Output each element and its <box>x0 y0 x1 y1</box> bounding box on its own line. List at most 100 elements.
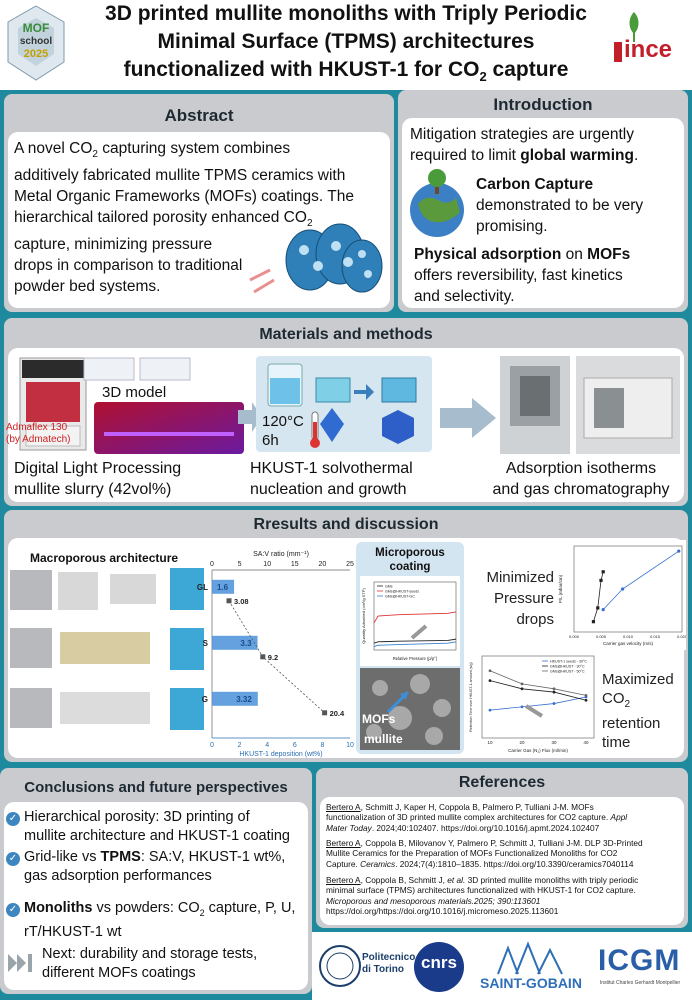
x-axis-tick: 0 <box>210 742 214 749</box>
pressure-x-tick: 0.010 <box>623 634 634 639</box>
retention-arrow <box>524 704 544 718</box>
reference-3: Bertero A, Coppola B, Schmitt J, et al. … <box>326 875 639 917</box>
sav-point <box>260 654 266 660</box>
sav-point <box>322 710 328 716</box>
iso-bg <box>360 576 460 666</box>
icgm-subtitle: Institut Charles Gerhardt Montpellier <box>599 980 681 986</box>
printer-image <box>19 357 87 451</box>
conclusions-panel <box>4 802 308 990</box>
pressure-label: Minimized Pressure drops <box>486 569 554 628</box>
introduction-title: Introduction <box>493 95 593 114</box>
iso-legend-entry: GMs <box>385 585 393 589</box>
top-axis-tick: 0 <box>210 561 214 568</box>
pressure-x-label: Carrier gas velocity (m/s) <box>603 641 654 646</box>
reference-2: Bertero A, Coppola B, Milovanov Y, Palme… <box>326 838 643 869</box>
pressure-series-powder <box>593 571 604 622</box>
top-axis-tick: 20 <box>319 561 327 568</box>
retention-series-1 <box>489 680 587 701</box>
pressure-x-tick: 0.015 <box>650 634 661 639</box>
retention-point <box>584 693 588 697</box>
iso-arrow <box>410 624 428 640</box>
check-icon: ✓ <box>6 903 20 917</box>
retention-point <box>552 702 556 705</box>
retention-x-tick: 10 <box>487 740 493 745</box>
sav-point <box>226 598 232 604</box>
abstract-text: A novel CO2 capturing system combines ad… <box>14 140 354 296</box>
introduction-text-3: Physical adsorption on MOFs offers rever… <box>414 246 631 305</box>
pressure-x-tick: 0.020 <box>677 634 686 639</box>
retention-point <box>520 682 524 686</box>
mof-logo-line3: 2025 <box>23 48 49 60</box>
thermometer-icon <box>310 411 320 448</box>
macroporous-title: Macroporous architecture <box>30 551 179 565</box>
retention-point <box>552 690 556 694</box>
retention-x-tick: 30 <box>551 740 557 745</box>
mullite-label: mullite <box>364 732 403 746</box>
iso-series-0 <box>373 638 457 644</box>
bar-S <box>212 635 258 650</box>
arrow-right-icon-2 <box>440 398 496 438</box>
references-panel <box>320 797 684 925</box>
pressure-point <box>591 620 596 624</box>
pressure-point <box>621 587 625 591</box>
adsorption-instrument-image <box>500 356 570 454</box>
sav-value-label: 9.2 <box>268 653 278 662</box>
pressure-point <box>601 608 605 612</box>
polito-seal-logo <box>319 945 361 987</box>
title-line2: Minimal Surface (TPMS) architectures <box>157 30 535 53</box>
x-axis-tick: 2 <box>238 742 242 749</box>
retention-x-label: Carrier Gas (N₂) Flux (ml/min) <box>508 748 568 753</box>
x-axis-tick: 10 <box>346 742 354 749</box>
iso-legend-entry: GMs@HKUST-seeds <box>385 590 419 594</box>
pressure-bg <box>556 540 686 650</box>
ince-logo: ince <box>608 6 688 66</box>
retention-legend-entry: GMs@HKUST - 50°C <box>550 670 585 674</box>
conclusions-title: Conclusions and future perspectives <box>24 779 288 796</box>
retention-legend-entry: GMs@HKUST - 30°C <box>550 665 585 669</box>
ince-logo-graphic <box>614 12 639 62</box>
retention-bg <box>466 650 598 758</box>
conclusion-item-1: Hierarchical porosity: 3D printing of mu… <box>24 809 290 844</box>
x-axis-tick: 6 <box>293 742 297 749</box>
retention-point <box>488 669 492 673</box>
mof-logo-line1: MOF <box>22 21 50 35</box>
results-title: Rresults and discussion <box>253 516 439 533</box>
pressure-point <box>596 606 600 610</box>
sav-value-label: 20.4 <box>330 709 345 718</box>
polito-logo-text: Politecnico di Torino <box>362 952 416 975</box>
retention-point <box>552 687 556 691</box>
retention-y-label: Retention Time over HKUST-1 amount (s/g) <box>469 662 473 732</box>
check-icon: ✓ <box>6 812 20 826</box>
category-label: S <box>203 639 209 648</box>
bar-GL <box>212 579 235 594</box>
retention-series-2 <box>489 670 587 696</box>
saint-gobain-text: SAINT-GOBAIN <box>480 975 582 991</box>
sem-image <box>360 668 460 750</box>
grid-lattice-row <box>10 688 204 730</box>
x-axis-tick: 8 <box>320 742 324 749</box>
retention-series-0 <box>489 696 587 711</box>
retention-legend-entry: HKUST-1 seeds - 30°C <box>550 660 587 664</box>
iso-series-1 <box>373 611 457 624</box>
cnrs-logo-text: cnrs <box>421 953 457 972</box>
earth-tree-icon <box>410 169 464 237</box>
dlp-light-image <box>94 402 244 454</box>
dlp-label: Digital Light Processing mullite slurry … <box>14 460 182 498</box>
retention-point <box>584 698 588 702</box>
category-label: GL <box>197 583 208 592</box>
x-axis-label: HKUST-1 deposition (wt%) <box>239 751 322 758</box>
mofs-label: MOFs <box>362 712 396 726</box>
pressure-x-tick: 0.005 <box>596 634 607 639</box>
iso-series-2 <box>373 641 457 648</box>
retention-point <box>488 708 492 712</box>
iso-x-label: Relative Pressure (p/p°) <box>393 656 438 661</box>
conclusion-next: Next: durability and storage tests, diff… <box>42 946 258 981</box>
3d-model-image <box>83 357 191 381</box>
bar-value-label: 3.32 <box>236 695 252 704</box>
retention-point <box>520 687 524 691</box>
poster-title: 3D printed mullite monoliths with Triply… <box>70 0 622 91</box>
next-arrows-icon <box>8 954 32 972</box>
mof-school-logo-graphic <box>7 5 65 81</box>
title-line3: functionalized with HKUST-1 for CO2 capt… <box>123 58 569 85</box>
